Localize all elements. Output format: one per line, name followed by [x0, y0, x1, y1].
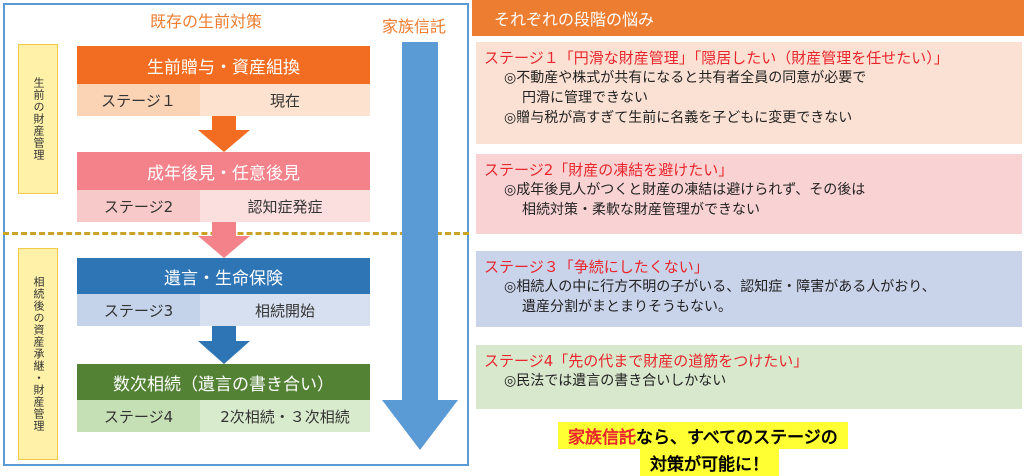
panel-stage2-title: ステージ2「財産の凍結を避けたい」	[484, 161, 734, 179]
right-header: それぞれの段階の悩み	[472, 0, 1024, 36]
stage1-title: 生前贈与・資産組換	[77, 46, 370, 84]
stage3-condition: 相続開始	[200, 294, 370, 326]
panel-stage4-line1: ◎民法では遺言の書き合いしかない	[504, 373, 727, 389]
side-label-lifetime: 生前の財産管理	[18, 44, 58, 194]
conclusion-line2: 対策が可能に！	[640, 449, 779, 476]
panel-stage4-title: ステージ4「先の代まで財産の道筋をつけたい」	[484, 352, 809, 370]
family-trust-arrow	[382, 42, 458, 450]
arrow-stage1-to-2	[198, 116, 250, 152]
stage2-title: 成年後見・任意後見	[77, 152, 370, 190]
stage1-label: ステージ１	[77, 84, 200, 116]
panel-stage3-title: ステージ３「争続にしたくない」	[484, 258, 709, 276]
arrow-stage3-to-4	[198, 326, 250, 364]
side-label-after-inheritance: 相続後の資産承継・財産管理	[18, 248, 58, 460]
panel-stage1-line1: ◎不動産や株式が共有になると共有者全員の同意が必要で	[504, 70, 867, 86]
stage1-condition: 現在	[200, 84, 370, 116]
stage4-condition: 2次相続・３次相続	[200, 400, 370, 432]
panel-stage1-title: ステージ１「円滑な財産管理」「隠居したい（財産管理を任せたい）」	[484, 49, 949, 67]
panel-stage1-line3: ◎贈与税が高すぎて生前に名義を子どもに変更できない	[504, 110, 853, 126]
header-family-trust: 家族信託	[382, 17, 447, 36]
conclusion-line1: 家族信託なら、すべてのステージの	[558, 422, 848, 449]
stage3-label: ステージ3	[77, 294, 200, 326]
panel-stage4: ステージ4「先の代まで財産の道筋をつけたい」 ◎民法では遺言の書き合いしかない	[476, 345, 1022, 409]
panel-stage1: ステージ１「円滑な財産管理」「隠居したい（財産管理を任せたい）」 ◎不動産や株式…	[476, 42, 1022, 144]
conclusion-highlight: 家族信託	[568, 428, 636, 448]
stage4-label: ステージ4	[77, 400, 200, 432]
stage3-title: 遺言・生命保険	[77, 258, 370, 294]
stage2-condition: 認知症発症	[200, 190, 370, 222]
panel-stage3: ステージ３「争続にしたくない」 ◎相続人の中に行方不明の子がいる、認知症・障害が…	[476, 251, 1022, 327]
panel-stage2-line2: 相続対策・柔軟な財産管理ができない	[522, 202, 760, 218]
conclusion-rest: なら、すべてのステージの	[636, 428, 838, 448]
panel-stage3-line1: ◎相続人の中に行方不明の子がいる、認知症・障害がある人がおり、	[504, 279, 936, 295]
arrow-stage2-to-3	[198, 222, 250, 258]
panel-stage2: ステージ2「財産の凍結を避けたい」 ◎成年後見人がつくと財産の凍結は避けられず、…	[476, 154, 1022, 234]
panel-stage1-line2: 円滑に管理できない	[522, 90, 648, 106]
header-existing-measures: 既存の生前対策	[150, 12, 263, 31]
panel-stage2-line1: ◎成年後見人がつくと財産の凍結は避けられず、その後は	[504, 182, 866, 198]
stage4-title: 数次相続（遺言の書き合い）	[77, 364, 370, 400]
stage2-label: ステージ2	[77, 190, 200, 222]
panel-stage3-line2: 遺産分割がまとまりそうもない。	[522, 299, 732, 315]
